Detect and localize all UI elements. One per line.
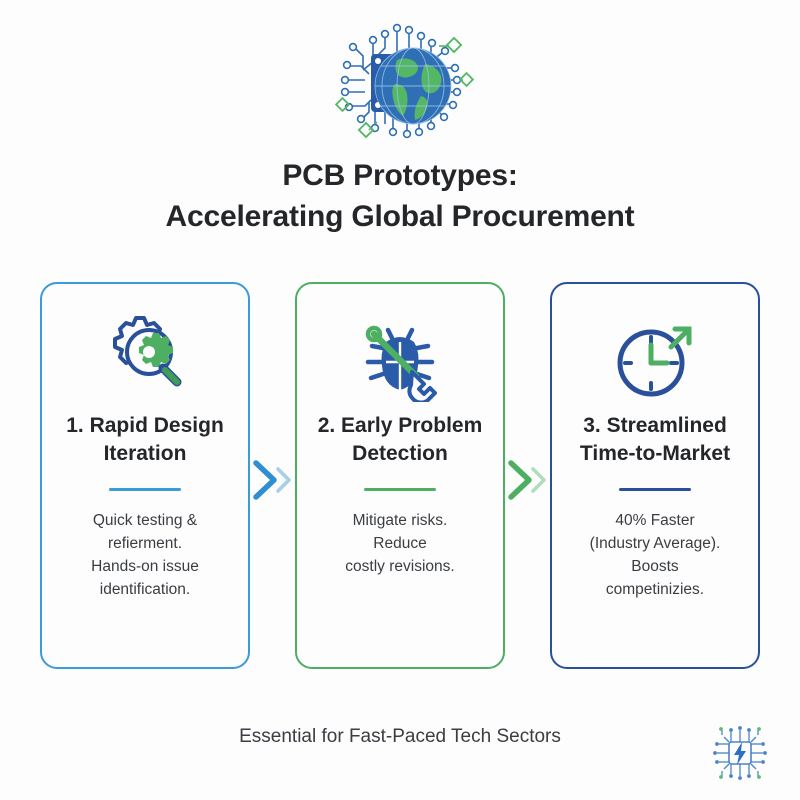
card-title: 2. Early Problem Detection <box>317 414 483 465</box>
double-chevron-right-icon <box>253 460 291 500</box>
card-early-problem-detection[interactable]: 2. Early Problem Detection Mitigate risk… <box>295 282 505 669</box>
card-streamlined-time-to-market[interactable]: 3. Streamlined Time-to-Market 40% Faster… <box>550 282 760 669</box>
footer-logo-wrap[interactable] <box>709 722 771 784</box>
card-row: 1. Rapid Design Iteration Quick testing … <box>40 282 760 669</box>
header-icon-wrap <box>0 18 800 144</box>
bug-wrench-icon <box>365 325 437 402</box>
page-title: PCB Prototypes: Accelerating Global Proc… <box>0 155 800 237</box>
connector-one-to-two <box>252 455 300 505</box>
double-chevron-right-icon <box>508 460 546 500</box>
circuit-chip-lightning-logo <box>713 726 767 780</box>
connector-two-to-three <box>507 455 555 505</box>
globe-circuit-icon <box>334 23 475 139</box>
card-icon-wrap <box>354 308 446 408</box>
footer-tagline: Essential for Fast-Paced Tech Sectors <box>239 726 561 747</box>
card-icon-wrap <box>609 308 701 408</box>
card-icon-wrap <box>97 308 193 408</box>
card-body: 40% Faster (Industry Average). Boosts co… <box>589 512 721 598</box>
clock-arrow-icon <box>617 326 692 397</box>
page-title-line-2: Accelerating Global Procurement <box>165 200 635 233</box>
gear-magnifier-icon <box>113 316 182 387</box>
card-divider <box>619 488 691 491</box>
card-body: Mitigate risks. Reduce costly revisions. <box>345 512 455 575</box>
card-title: 1. Rapid Design Iteration <box>66 414 224 465</box>
card-title: 3. Streamlined Time-to-Market <box>579 414 731 465</box>
page-title-line-1: PCB Prototypes: <box>282 159 518 192</box>
card-divider <box>109 488 181 491</box>
card-divider <box>364 488 436 491</box>
card-rapid-design-iteration[interactable]: 1. Rapid Design Iteration Quick testing … <box>40 282 250 669</box>
card-body: Quick testing & refierment. Hands-on iss… <box>91 512 199 598</box>
